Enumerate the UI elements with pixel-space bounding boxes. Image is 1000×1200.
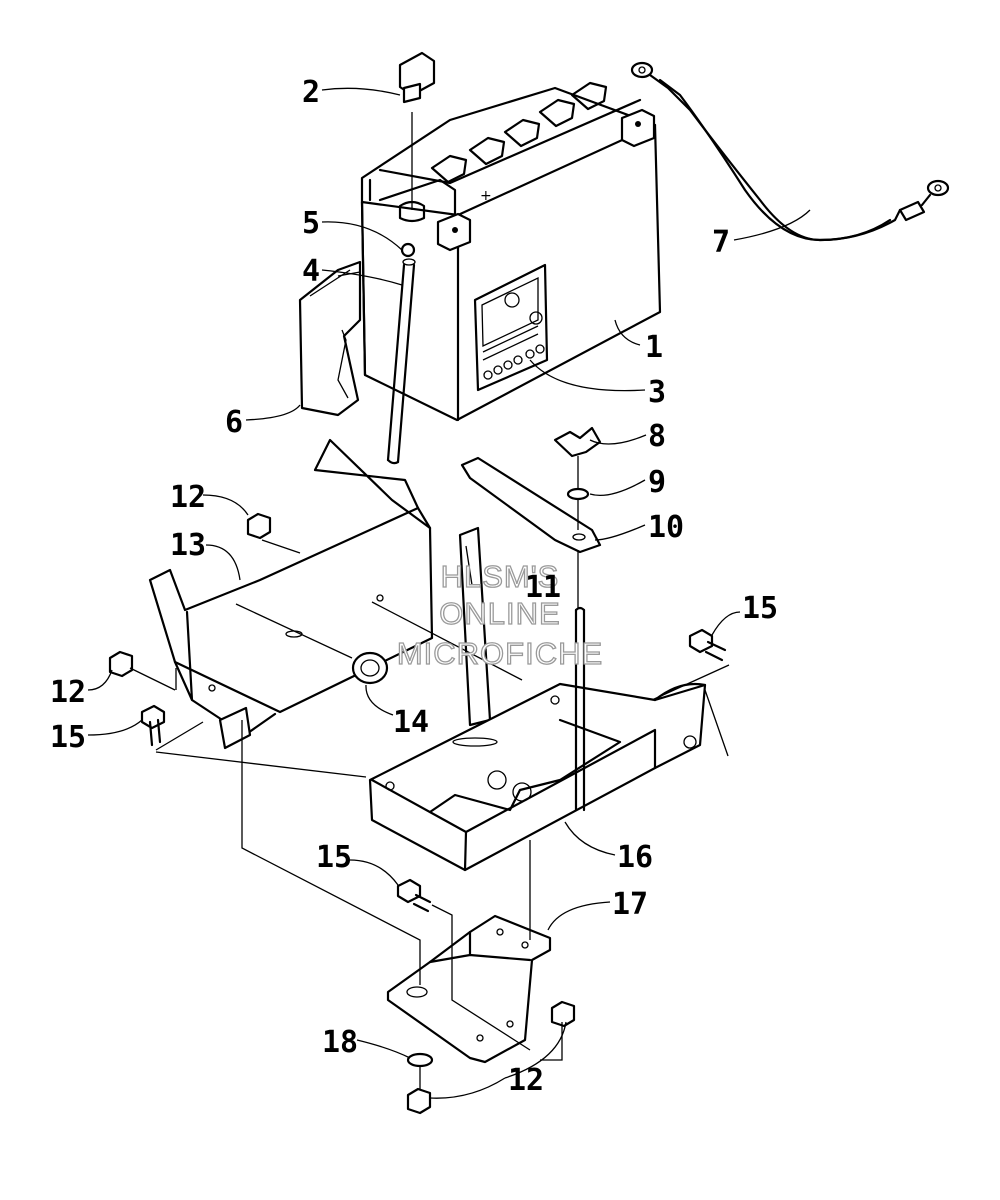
battery-tray (368, 682, 707, 872)
rubber-grommet (351, 651, 389, 685)
bolt-lower (396, 878, 432, 913)
wing-nut (553, 426, 602, 458)
callout-12a-label: 12 (170, 480, 206, 515)
mounting-bracket (386, 914, 552, 1064)
callout-9-label: 9 (648, 465, 666, 500)
alignment-lines (129, 112, 730, 1090)
callout-17-label: 17 (612, 887, 648, 922)
callout-12c-label: 12 (508, 1063, 544, 1098)
battery-hold-down-bracket (460, 456, 602, 554)
callout-13-label: 13 (170, 528, 206, 563)
flange-nut-left (108, 650, 134, 678)
callout-6-label: 6 (225, 405, 243, 440)
bolt-left (140, 704, 166, 747)
callout-15a-label: 15 (50, 720, 86, 755)
callout-7-label: 7 (712, 225, 730, 260)
washer (566, 487, 590, 501)
callout-12b-label: 12 (50, 675, 86, 710)
callout-11-label: 11 (525, 570, 561, 605)
watermark-line-1: HLSM'S (441, 559, 560, 594)
callout-1-label: 2 (302, 75, 320, 110)
callout-5-label: 5 (302, 206, 320, 241)
callout-labels: 2 5 4 6 7 1 3 8 9 10 11 12 13 12 15 14 1… (50, 75, 778, 1098)
battery-warning-label (473, 263, 549, 392)
callout-15c-label: 15 (316, 840, 352, 875)
callout-14-label: 14 (393, 705, 429, 740)
flange-nut-bottom (406, 1087, 432, 1115)
battery-cable (630, 61, 950, 242)
flange-nut-right (550, 1000, 576, 1028)
callout-16-label: 16 (617, 840, 653, 875)
watermark: HLSM'S ONLINE MICROFICHE (396, 558, 603, 671)
callout-1b-label: 1 (645, 330, 663, 365)
battery-tray-bracket (148, 438, 434, 750)
battery: + (360, 81, 662, 422)
callout-leaders (87, 87, 811, 1099)
callout-4-label: 4 (302, 254, 320, 289)
vent-tube (386, 258, 416, 465)
watermark-line-2: ONLINE (439, 596, 560, 631)
callout-8-label: 8 (648, 419, 666, 454)
bolt-right (688, 628, 727, 662)
vent-cap (398, 51, 436, 104)
callout-15b-label: 15 (742, 591, 778, 626)
threaded-rod (574, 606, 586, 812)
battery-terminal-cover (298, 260, 362, 417)
terminal-plus-mark: + (480, 188, 492, 204)
watermark-line-3: MICROFICHE (397, 636, 603, 671)
callout-10-label: 10 (648, 510, 684, 545)
callout-3-label: 3 (648, 375, 666, 410)
washer-lower (406, 1052, 434, 1068)
callout-18-label: 18 (322, 1025, 358, 1060)
flange-nut-upper (246, 512, 272, 540)
